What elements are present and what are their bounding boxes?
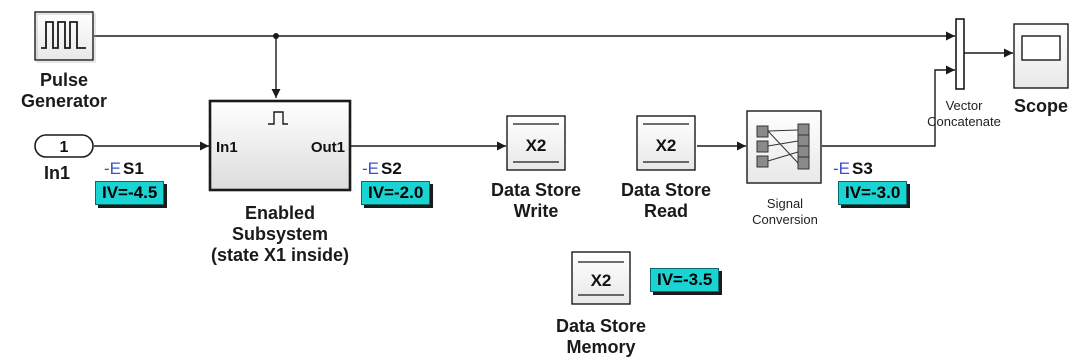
s3-iv-badge: IV=-3.0 — [838, 181, 908, 205]
signal-object-icon: -E — [362, 159, 379, 178]
ds-memory-variable: X2 — [591, 271, 612, 290]
signal-object-icon: -E — [833, 159, 850, 178]
data-store-write-block[interactable]: X2 — [506, 115, 566, 171]
ds-write-variable: X2 — [526, 136, 547, 155]
vector-concatenate-label: Vector Concatenate — [927, 98, 1001, 129]
s3-line[interactable] — [822, 65, 955, 147]
in1-label: In1 — [43, 163, 70, 183]
enabled-subsystem-block[interactable]: In1 Out1 — [208, 99, 352, 192]
data-store-read-label: Data Store Read — [620, 180, 712, 221]
signal-conversion-label: Signal Conversion — [752, 196, 818, 227]
signal-conversion-icon — [756, 123, 810, 170]
signal-lines — [94, 31, 1013, 151]
signal-conversion-block[interactable] — [746, 110, 822, 184]
scope-screen-icon — [1021, 35, 1061, 61]
subsystem-out-port-label: Out1 — [311, 139, 345, 156]
enabled-subsystem-label: Enabled Subsystem (state X1 inside) — [210, 203, 350, 265]
data-store-memory-block[interactable]: X2 — [571, 251, 631, 305]
data-store-memory-label: Data Store Memory — [555, 316, 647, 357]
vector-concatenate-block[interactable] — [955, 18, 965, 90]
scope-block[interactable] — [1013, 23, 1069, 89]
subsystem-in-port-label: In1 — [216, 139, 238, 156]
scope-label: Scope — [1013, 96, 1069, 116]
ds-memory-iv-badge: IV=-3.5 — [650, 268, 720, 292]
data-store-write-label: Data Store Write — [490, 180, 582, 221]
data-store-read-block[interactable]: X2 — [636, 115, 696, 171]
branch-point — [273, 33, 279, 39]
in1-port-number: 1 — [60, 139, 69, 156]
enable-port-icon — [268, 111, 288, 125]
signal-object-icon: -E — [104, 159, 121, 178]
in1-port-block[interactable]: 1 — [34, 134, 94, 158]
s2-iv-badge: IV=-2.0 — [361, 181, 431, 205]
pulse-generator-block[interactable] — [34, 11, 96, 63]
s1-iv-badge: IV=-4.5 — [95, 181, 165, 205]
ds-read-variable: X2 — [656, 136, 677, 155]
pulse-generator-label: Pulse Generator — [20, 70, 108, 111]
pulse-wave-icon — [41, 21, 86, 49]
